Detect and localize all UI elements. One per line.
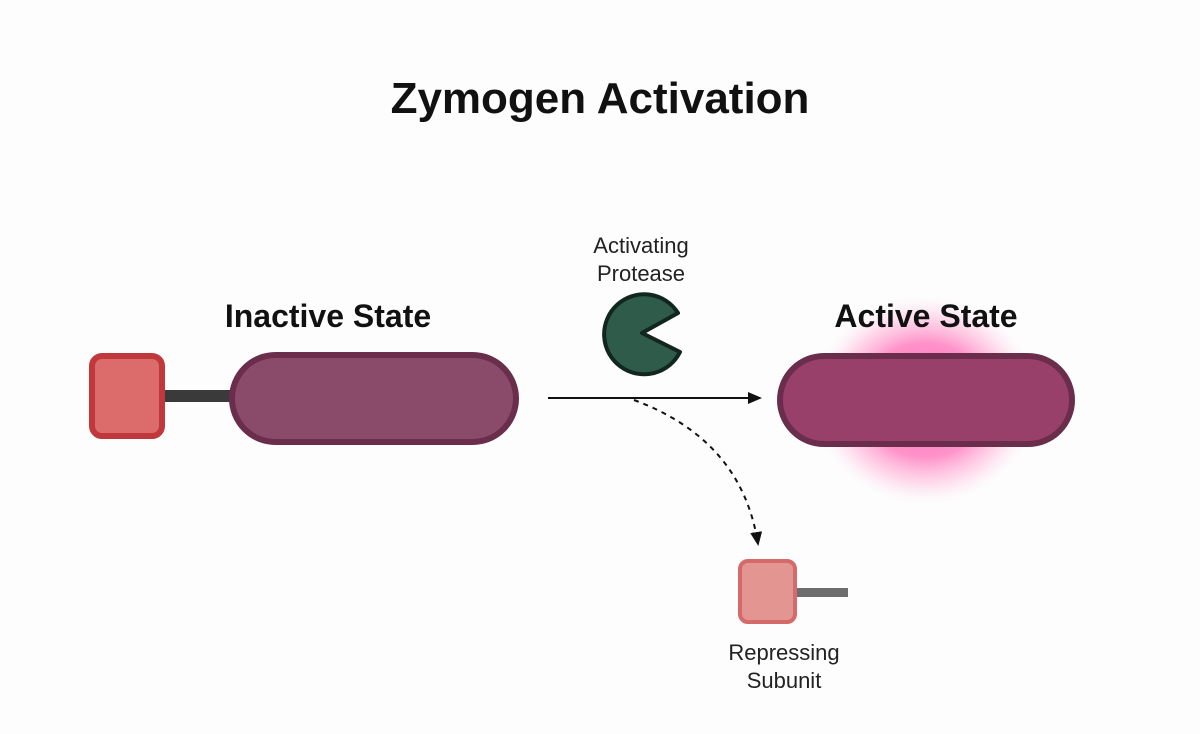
protease-label: Activating Protease bbox=[541, 232, 741, 288]
subunit-label: Repressing Subunit bbox=[684, 639, 884, 695]
page-title: Zymogen Activation bbox=[390, 74, 810, 123]
protease-label-line1: Activating bbox=[593, 233, 689, 258]
active-enzyme-body bbox=[777, 353, 1075, 447]
inactive-enzyme bbox=[89, 352, 519, 445]
protease-label-line2: Protease bbox=[596, 261, 686, 286]
inactive-state-label: Inactive State bbox=[224, 298, 432, 334]
release-arrow bbox=[633, 399, 763, 546]
inactive-linker bbox=[158, 390, 240, 402]
protease-icon bbox=[602, 292, 682, 377]
inactive-repressing-subunit bbox=[89, 353, 165, 439]
subunit-label-line2: Subunit bbox=[746, 668, 822, 693]
released-subunit bbox=[738, 559, 848, 624]
active-state-label: Active State bbox=[834, 298, 1018, 334]
inactive-enzyme-body bbox=[229, 352, 519, 445]
active-enzyme bbox=[777, 296, 1075, 504]
subunit-label-line1: Repressing bbox=[728, 640, 840, 665]
released-subunit-block bbox=[738, 559, 797, 624]
released-linker bbox=[792, 588, 848, 597]
